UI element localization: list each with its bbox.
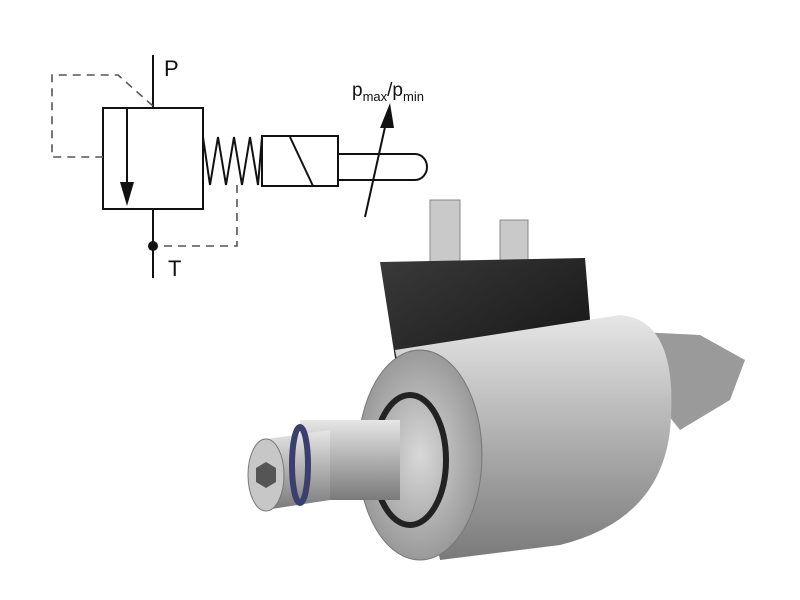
port-p-label: P bbox=[164, 56, 179, 81]
solenoid-box bbox=[261, 135, 339, 187]
min-subscript: min bbox=[403, 88, 424, 104]
adjust-range-label: pmax/pmin bbox=[352, 80, 424, 104]
spring bbox=[202, 136, 263, 186]
solenoid-diagonal bbox=[289, 136, 314, 187]
drain-line-dashed bbox=[160, 185, 238, 247]
flow-arrow-head bbox=[120, 182, 134, 206]
max-subscript: max bbox=[362, 88, 388, 104]
plunger bbox=[338, 153, 428, 181]
p-symbol: p bbox=[352, 80, 363, 101]
junction-dot bbox=[148, 241, 158, 251]
adjust-arrow-shaft bbox=[364, 117, 388, 218]
valve-product-image bbox=[247, 199, 745, 561]
port-t-label: T bbox=[168, 256, 182, 281]
pilot-line-dashed bbox=[51, 74, 154, 158]
p-symbol: p bbox=[392, 80, 403, 101]
valve-envelope bbox=[102, 107, 204, 210]
adjust-arrow-head bbox=[380, 103, 394, 128]
separator: / bbox=[387, 80, 393, 101]
